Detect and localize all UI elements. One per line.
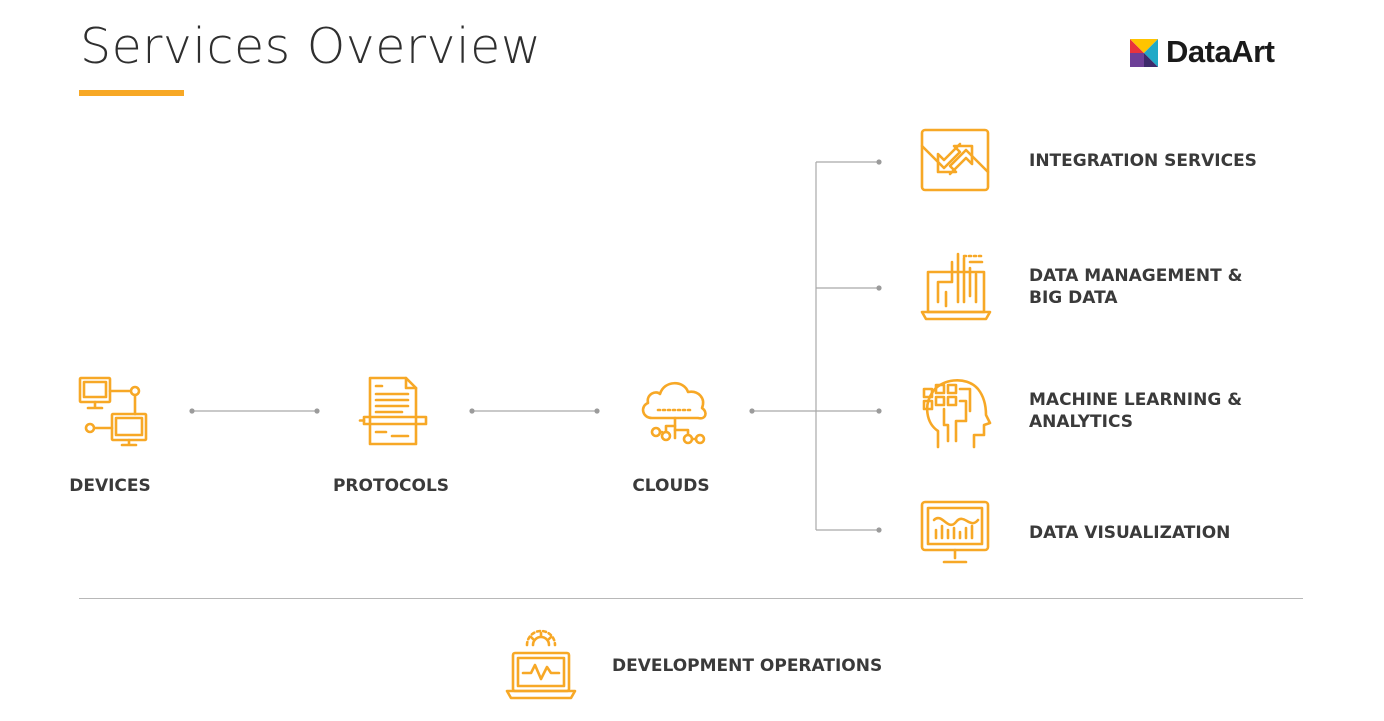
cloud-network-icon	[641, 381, 707, 445]
service-label-devops: DEVELOPMENT OPERATIONS	[612, 656, 883, 676]
service-label-machine-learning: MACHINE LEARNING & ANALYTICS	[1029, 389, 1242, 433]
service-label-integration: INTEGRATION SERVICES	[1029, 151, 1257, 171]
devices-network-icon	[78, 376, 148, 447]
document-pencil-icon	[358, 376, 428, 446]
monitor-chart-icon	[920, 500, 990, 564]
pipeline-label-clouds: CLOUDS	[632, 476, 710, 496]
ai-head-icon	[922, 379, 992, 449]
service-label-line: DATA MANAGEMENT &	[1029, 266, 1243, 286]
integration-arrows-icon	[920, 128, 990, 192]
laptop-gear-icon	[505, 629, 577, 700]
logo-text: DataArt	[1166, 34, 1275, 69]
service-label-line: ANALYTICS	[1029, 412, 1133, 432]
dataart-logo-icon	[1130, 39, 1158, 67]
service-label-data-visualization: DATA VISUALIZATION	[1029, 523, 1231, 543]
service-label-data-management: DATA MANAGEMENT & BIG DATA	[1029, 265, 1242, 309]
pipeline-label-devices: DEVICES	[69, 476, 151, 496]
laptop-data-icon	[920, 252, 992, 321]
service-label-line: BIG DATA	[1029, 288, 1118, 308]
page-title: Services Overview	[80, 18, 542, 75]
section-divider	[79, 598, 1303, 599]
pipeline-label-protocols: PROTOCOLS	[332, 476, 450, 496]
title-underline	[79, 90, 184, 96]
service-label-line: MACHINE LEARNING &	[1029, 390, 1243, 410]
